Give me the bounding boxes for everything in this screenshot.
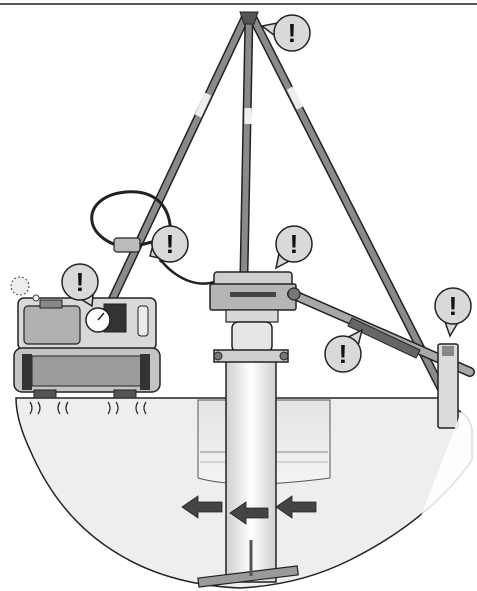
fuel-tank-cap (39, 299, 63, 309)
apex-warning-icon: ! (260, 14, 311, 52)
exhaust-puff (10, 276, 30, 296)
warning-symbol: ! (449, 291, 458, 321)
handle-post (437, 343, 459, 429)
engine-block (31, 355, 143, 387)
tripod-leg-left-fill (109, 13, 249, 303)
flow-arrow-left (181, 495, 223, 519)
warning-symbol: ! (166, 229, 175, 259)
tripod-leg-right-band (286, 86, 304, 110)
exhaust-puff-small (32, 294, 40, 302)
drill-head-slot (230, 292, 276, 297)
watermark-stroke (392, 370, 477, 591)
lever-grip (347, 317, 421, 359)
indicator-light (137, 305, 149, 337)
clamp-bolt-right (279, 351, 289, 361)
warning-symbol: ! (290, 229, 299, 259)
lever-pivot (287, 287, 301, 301)
clamp-band (213, 349, 289, 363)
head-warning-icon: ! (274, 225, 313, 270)
lever-warning-icon: ! (324, 328, 364, 373)
drill-bit-plate (197, 565, 299, 588)
warning-symbol: ! (76, 267, 85, 297)
foot-left (33, 389, 57, 399)
handle-warning-icon: ! (434, 287, 472, 338)
drill-chuck (231, 321, 273, 353)
clamp-bolt-left (213, 351, 223, 361)
fuel-tank (23, 305, 81, 345)
hose-warning-icon: ! (149, 225, 189, 263)
power-unit (10, 276, 161, 415)
gauge-warning-icon: ! (61, 263, 99, 308)
warning-symbol: ! (339, 339, 348, 369)
flow-arrow-right (275, 495, 317, 519)
foot-right (113, 389, 137, 399)
drill-head (209, 271, 297, 363)
tripod-leg-back-fill (241, 13, 252, 275)
tripod-apex-cap (239, 11, 259, 25)
tripod (107, 11, 451, 403)
frame-post-right (140, 354, 150, 390)
flow-arrow-center (229, 501, 269, 525)
gauge-needle (97, 312, 105, 321)
vibration-marks-right (107, 401, 147, 415)
tripod-leg-right-fill (249, 13, 449, 401)
frame-post-left (22, 354, 32, 390)
drill-head-base (225, 309, 279, 323)
warning-callouts: !!!!!! (61, 14, 472, 373)
warning-symbol: ! (288, 18, 297, 48)
vibration-marks-left (29, 401, 69, 415)
tripod-leg-left-band (194, 92, 212, 118)
